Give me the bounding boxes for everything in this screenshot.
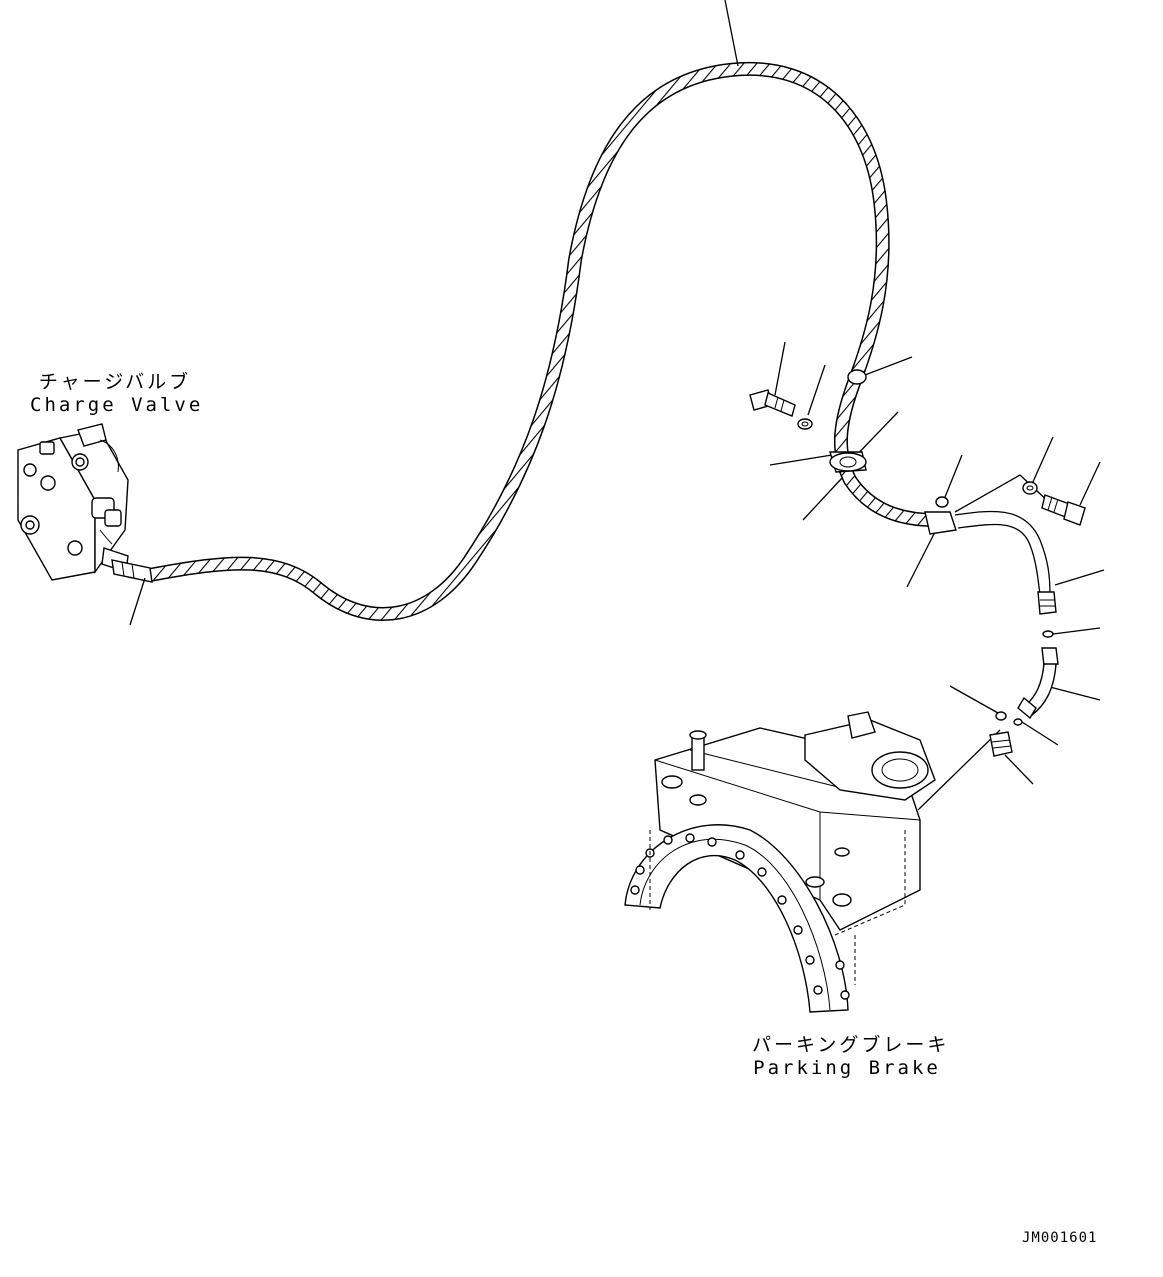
washer-right-hole — [1026, 485, 1034, 491]
bolt-right — [1041, 494, 1086, 526]
o-ring-upper — [1042, 630, 1054, 638]
elbow-fitting — [1017, 647, 1059, 720]
charge-valve-label: チャージバルブ Charge Valve — [30, 367, 200, 416]
clamp-middle — [829, 451, 867, 473]
parking-brake-assembly — [624, 711, 936, 1013]
washer-left-hole — [801, 421, 809, 427]
o-ring-lower-right — [1013, 718, 1023, 726]
plain-hose — [954, 510, 1057, 615]
o-ring-lower-left — [995, 711, 1007, 721]
washer-left — [797, 418, 813, 430]
bolt-left — [749, 389, 796, 417]
charge-valve — [17, 423, 129, 581]
hose-end-fitting — [111, 559, 153, 583]
drawing-code: JM001601 — [1022, 1230, 1098, 1246]
main-wrapped-hose — [143, 61, 942, 621]
charge-valve-label-en: Charge Valve — [30, 394, 204, 416]
adapter-fitting — [989, 731, 1013, 757]
washer-right — [1022, 481, 1038, 495]
parking-brake-label-jp: パーキングブレーキ — [752, 1034, 950, 1056]
charge-valve-label-jp: チャージバルブ — [38, 371, 192, 393]
parking-brake-label-en: Parking Brake — [753, 1057, 941, 1079]
clamp-upper — [847, 369, 867, 385]
parking-brake-label: パーキングブレーキ Parking Brake — [752, 1030, 950, 1079]
clamp-lower — [924, 496, 957, 535]
leader-lines — [129, 0, 1105, 811]
